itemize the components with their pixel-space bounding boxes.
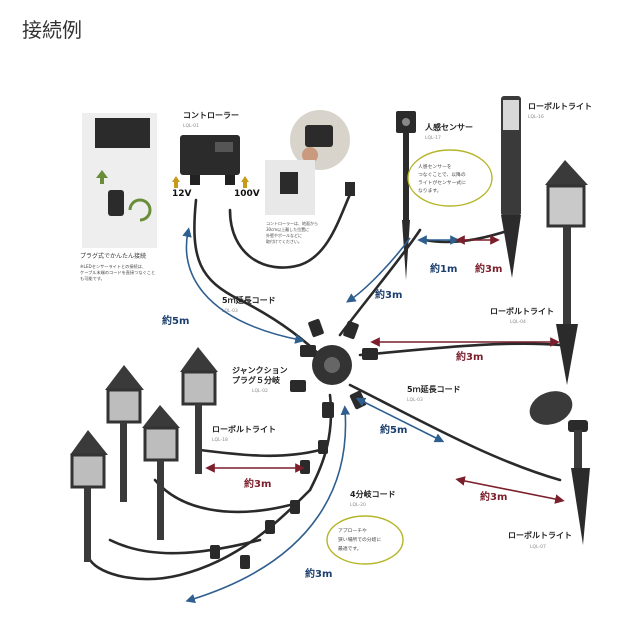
controller-photo	[290, 110, 350, 170]
motion-sensor	[396, 111, 416, 280]
controller-100v: 100V	[234, 189, 260, 199]
bollard-spot-code: LQL-07	[530, 544, 546, 550]
junction-label1: ジャンクション	[232, 365, 288, 375]
branch-cord-connectors	[210, 440, 328, 569]
bollard-light-spot	[529, 391, 590, 545]
bollard-spot-label: ローボルトライト	[508, 530, 572, 540]
plug-note-text3: も可能です。	[80, 275, 105, 282]
bollard-light-top	[501, 96, 521, 278]
plug-note-text2: ケーブル末端のコードを直接つなぐこと	[80, 269, 155, 276]
sensor-bubble-line1: 人感センサーを	[418, 163, 452, 170]
controller-code: LQL-01	[183, 123, 199, 129]
controller-note-line4: 取付けてください。	[266, 238, 302, 244]
ext-cord1-label: 5ｍ延長コード	[222, 295, 276, 305]
controller-note-line2: 30cm以上離した位置に	[266, 226, 309, 232]
bollard-lantern-code: LQL-04	[510, 319, 526, 325]
sensor-bubble-line4: なります。	[418, 187, 442, 194]
approach-line1: アプローチや	[338, 527, 367, 534]
controller-12v: 12V	[172, 189, 192, 199]
page-title: 接続例	[22, 18, 82, 42]
sensor-code: LQL-17	[425, 135, 441, 141]
arrow-up-green-icon	[96, 170, 108, 184]
controller-label: コントローラー	[183, 111, 239, 120]
sensor-label: 人感センサー	[425, 122, 473, 132]
branch4-code: LQL-20	[350, 502, 366, 508]
measure-3m-center: 約3m	[375, 288, 402, 301]
bollard-light-left-group	[70, 347, 218, 562]
sensor-bubble-line2: つなぐことで、以降の	[418, 171, 466, 178]
arrow-down-icon	[172, 176, 180, 188]
rotate-icon	[128, 198, 152, 222]
measure-5m-left: 約5m	[162, 314, 189, 327]
branch4-label: 4分岐コード	[350, 489, 396, 499]
controller-device	[172, 135, 249, 188]
bollard-light-lantern	[545, 160, 588, 385]
bollard-lantern-label: ローボルトライト	[490, 306, 554, 316]
wall-inset	[265, 160, 355, 215]
measure-3m-lantern: 約3m	[456, 350, 483, 363]
plug-note-label: プラグ式でかんたん接続	[80, 252, 146, 260]
ext-cord2-code: LQL-03	[407, 397, 423, 403]
bollard-left-code: LQL-18	[212, 437, 228, 443]
measure-3m-bottom: 約3m	[305, 567, 332, 580]
arrow-up-icon	[241, 176, 249, 188]
controller-note-line3: 外壁やポールなどに	[266, 232, 302, 238]
measure-3m-left: 約3m	[244, 477, 271, 490]
junction-code: LQL-02	[252, 388, 268, 394]
bollard-left-label: ローボルトライト	[212, 424, 276, 434]
ext-cord2-label: 5ｍ延長コード	[407, 384, 461, 394]
approach-line2: 狭い場所での分岐に	[338, 536, 381, 543]
plug-note-text1: ※LEDセンサーライトとの接続は、	[80, 263, 146, 270]
controller-note-line1: コントローラーは、地面から	[266, 220, 318, 226]
measure-3m-spot: 約3m	[480, 490, 507, 503]
plug-inset	[82, 113, 157, 248]
approach-bubble: アプローチや 狭い場所での分岐に 最適です。	[326, 515, 404, 565]
bollard-top-code: LQL-16	[528, 114, 544, 120]
measure-3m-sensor: 約3m	[475, 262, 502, 275]
measure-arrows	[182, 227, 565, 604]
sensor-bubble: 人感センサーを つなぐことで、以降の ライトがセンサー式に なります。	[407, 149, 493, 207]
sensor-bubble-line3: ライトがセンサー式に	[418, 179, 466, 186]
bollard-top-label: ローボルトライト	[528, 101, 592, 111]
approach-line3: 最適です。	[338, 545, 362, 552]
junction-label2: プラグ５分岐	[232, 375, 281, 385]
measure-5m-right: 約5m	[380, 423, 407, 436]
measure-1m: 約1m	[430, 262, 457, 275]
